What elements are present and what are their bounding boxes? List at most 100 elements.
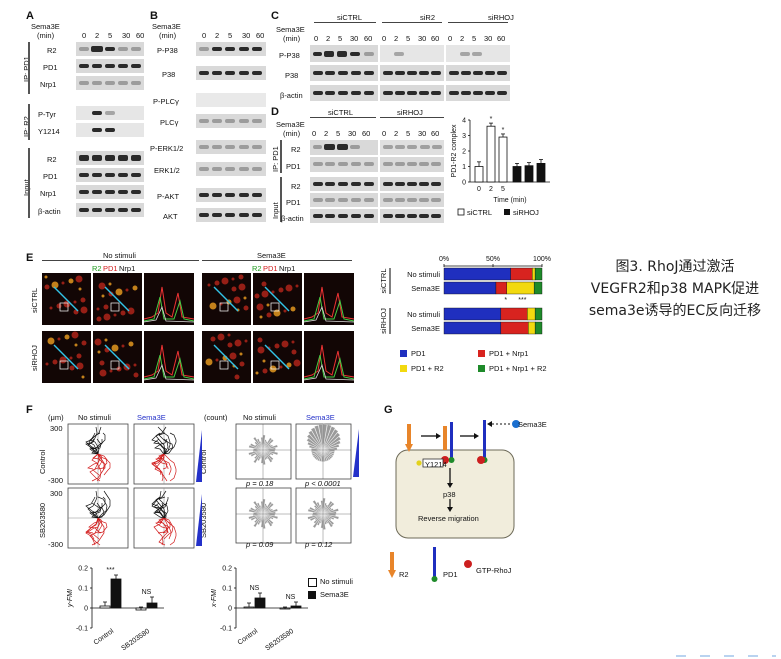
micro-arrow xyxy=(53,286,79,312)
cell-track xyxy=(158,453,172,476)
e-segment-PD1 + R2 xyxy=(528,321,536,335)
micro-signal xyxy=(205,358,213,366)
rose-wedge xyxy=(318,424,324,451)
e-row-label: Sema3E xyxy=(411,324,440,333)
panel-d-header: Sema3E xyxy=(276,120,305,129)
e-row-label: No stimuli xyxy=(407,270,440,279)
blot-b-erk xyxy=(196,162,266,176)
panel-c-label: C xyxy=(271,10,279,22)
panel-b-row-perk: P-ERK1/2 xyxy=(150,144,184,153)
cell-track xyxy=(91,502,102,519)
micro-profile-white xyxy=(143,305,195,323)
rose-wedge xyxy=(314,425,324,451)
micro-signal xyxy=(262,368,268,374)
micro-signal xyxy=(266,303,270,307)
micro-signal xyxy=(243,305,249,311)
micro-signal xyxy=(273,309,281,317)
blot-a-pd1 xyxy=(76,59,144,73)
caption-line-3: sema3e诱导的EC反向迁移 xyxy=(588,303,762,319)
e-legend-PD1 + Nrp1 + R2: PD1 + Nrp1 + R2 xyxy=(489,364,547,373)
blot-b-plc xyxy=(196,114,266,128)
micro-roi-box xyxy=(110,302,120,312)
yfmi-ytick-label: 0.2 xyxy=(78,566,88,573)
e-segment-PD1 + Nrp1 + R2 xyxy=(533,281,543,295)
blot-d-sirhoj-input-pd1 xyxy=(380,193,444,207)
cell-track xyxy=(158,432,169,455)
micro-signal xyxy=(69,365,75,371)
d-bar-siCTRL-0 xyxy=(474,166,484,183)
rhoj-schematic xyxy=(388,420,520,582)
panel-f-label: F xyxy=(26,404,33,416)
micro-signal xyxy=(256,303,264,311)
micro-signal xyxy=(69,356,73,360)
micro-signal xyxy=(81,340,87,346)
micro-signal xyxy=(243,296,247,300)
micro-signal xyxy=(215,358,219,362)
yfmi-xtick-label: SB203580 xyxy=(120,628,151,653)
micro-roi-box xyxy=(59,302,69,312)
micro-signal xyxy=(125,288,129,292)
panel-f-tick-300: 300 xyxy=(50,424,63,433)
panel-c-group-sictrl: siCTRL xyxy=(337,13,363,22)
panel-f-cond-sema3e: Sema3E xyxy=(137,413,166,422)
micro-signal xyxy=(121,344,125,348)
sema3e-gradient-wedge xyxy=(196,430,202,482)
panel-a-row-ptyr: P-Tyr xyxy=(38,110,56,119)
panel-a-unit: (min) xyxy=(37,31,55,40)
d-legend-swatch-sirhoj xyxy=(504,209,510,215)
blot-b-pakt xyxy=(196,188,266,202)
rose-wedge xyxy=(322,436,342,451)
e-segment-PD1 xyxy=(443,281,497,295)
blot-c-sictrl-p38 xyxy=(310,65,378,81)
cell-track xyxy=(163,438,174,455)
rose-wedge xyxy=(322,424,332,451)
cell-track xyxy=(157,517,168,534)
panel-c-group-sirhoj: siRHOJ xyxy=(488,13,514,22)
micro-signal xyxy=(261,281,267,287)
blot-b-pplc xyxy=(196,93,266,107)
panel-a-times: 0 2 5 30 60 xyxy=(82,31,145,40)
micro-signal xyxy=(99,369,107,377)
micro-signal xyxy=(128,341,134,347)
panel-c-row-pp38: P-P38 xyxy=(279,51,300,60)
e-segment-PD1 + Nrp1 xyxy=(510,267,533,281)
micro-signal xyxy=(290,306,296,312)
e-legend-PD1 + R2: PD1 + R2 xyxy=(411,364,444,373)
blot-b-perk xyxy=(196,140,266,154)
e-segment-PD1 + Nrp1 xyxy=(500,307,528,321)
micro-signal xyxy=(61,281,65,285)
micro-signal xyxy=(279,365,283,369)
panel-d-row-input-actin: β-actin xyxy=(281,214,304,223)
schematic-reverse-migration: Reverse migration xyxy=(418,514,479,523)
cell-track xyxy=(155,453,169,469)
micro-signal xyxy=(56,303,62,309)
e-segment-PD1 + Nrp1 + R2 xyxy=(534,321,543,335)
xfmi-xtick-label: Control xyxy=(237,628,260,647)
micro-signal xyxy=(51,281,59,289)
yfmi-bar-Sema3E-Control xyxy=(110,578,122,609)
panel-a-header: Sema3E xyxy=(31,22,60,31)
d-ytick-label: 3 xyxy=(462,133,466,140)
micro-signal xyxy=(234,339,242,347)
panel-a-label: A xyxy=(26,10,34,22)
figure-caption: 图3. RhoJ通过激活 VEGFR2和p38 MAPK促进 sema3e诱导的… xyxy=(577,256,773,322)
micro-profile-red xyxy=(303,344,355,378)
micro-signal xyxy=(108,291,114,297)
micro-arrow xyxy=(104,286,130,312)
micro-signal xyxy=(295,284,299,288)
panel-c-row-actin: β-actin xyxy=(280,91,303,100)
micro-signal xyxy=(291,340,295,344)
micro-roi-box xyxy=(219,360,229,370)
micro-profile-white xyxy=(303,363,355,381)
micro-signal xyxy=(73,300,77,304)
pvalue-4: p = 0.12 xyxy=(305,540,333,549)
micro-signal xyxy=(47,337,55,345)
e-segment-PD1 xyxy=(443,267,511,281)
cell-track xyxy=(151,453,165,476)
panel-a-row-nrp1: Nrp1 xyxy=(40,80,57,89)
cell-track xyxy=(87,426,99,455)
micro-signal xyxy=(76,353,82,359)
cell-track xyxy=(92,453,106,470)
blot-c-sictrl-pp38 xyxy=(310,45,378,62)
